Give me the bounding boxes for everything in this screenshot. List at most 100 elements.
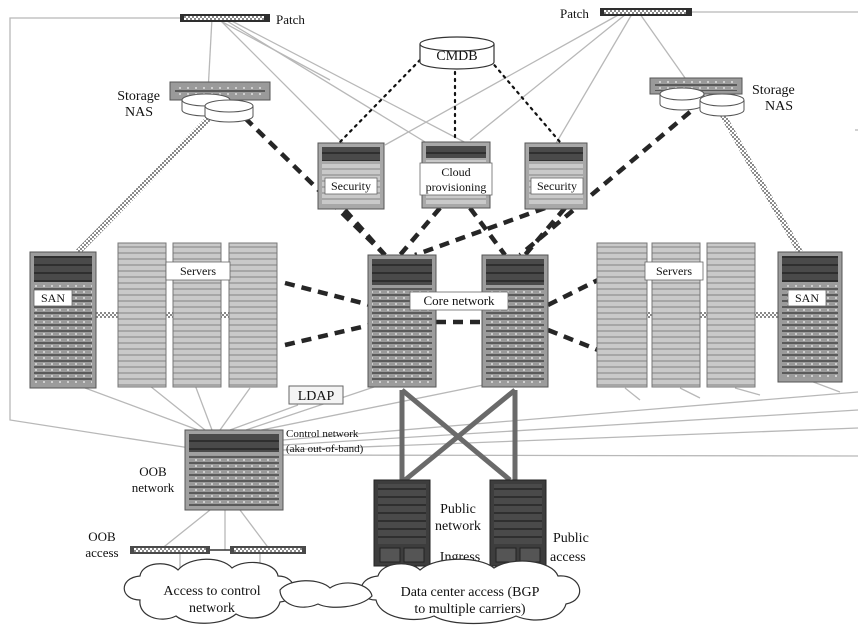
link-storage-san-left (75, 109, 218, 255)
storage-nas-right[interactable] (649, 77, 745, 117)
public-access-label-1: Public (553, 531, 589, 546)
link-srv-right-1 (624, 387, 641, 401)
link-patch-security-right (554, 13, 633, 146)
patch-right-label: Patch (560, 6, 589, 21)
control-network-cloud-label-2: network (189, 601, 235, 616)
san-left-rack[interactable] (29, 251, 97, 389)
storage-right-label-2: NAS (765, 99, 793, 114)
core-links (243, 110, 692, 353)
link-patch-cloud-2 (225, 17, 471, 146)
security-left-appliance[interactable] (317, 142, 385, 210)
public-access-rack[interactable] (489, 479, 547, 567)
patch-left-label: Patch (276, 12, 305, 27)
link-patch-mid (214, 17, 331, 81)
oob-access-label-2: access (85, 545, 118, 560)
core-switch-left[interactable] (367, 254, 437, 388)
link-control-3 (282, 427, 859, 451)
san-right-label: SAN (795, 291, 819, 305)
link-oob-access-1 (159, 509, 211, 551)
link-oob-core-2 (251, 379, 509, 433)
link-patch-cloud-right (469, 13, 627, 141)
link-servers-core-left-1 (284, 280, 371, 308)
link-cloud-core-right (468, 206, 507, 257)
servers-left-tag (165, 261, 231, 281)
servers-left-rack-3[interactable] (228, 242, 278, 388)
datacenter-access-cloud-label-2: to multiple carriers) (414, 602, 526, 617)
san-right-tag (787, 289, 827, 307)
cmdb-database[interactable] (419, 36, 495, 70)
storage-nas-left[interactable] (169, 81, 271, 123)
storage-right-label-1: Storage (752, 83, 795, 98)
public-network-label-1: Public (440, 502, 476, 517)
oob-network-label-1: OOB (139, 464, 167, 479)
control-network-cloud-label-1: Access to control (163, 584, 260, 599)
security-right-appliance[interactable] (524, 142, 588, 210)
datacenter-access-cloud-label-1: Data center access (BGP (401, 585, 540, 600)
security-right-tag (530, 177, 584, 195)
link-cloud-core-left (398, 206, 442, 257)
security-left-tag (324, 177, 378, 195)
security-left-label: Security (331, 179, 371, 193)
link-patch-storage-left (207, 17, 213, 93)
core-switch-right[interactable] (481, 254, 549, 388)
link-oob-servers-1 (144, 381, 206, 431)
link-security-core-left (343, 208, 387, 257)
control-network-label-2: (aka out-of-band) (286, 443, 364, 455)
ldap-server[interactable] (288, 385, 344, 405)
patch-panel-right[interactable] (600, 8, 692, 16)
link-control-1 (282, 391, 859, 441)
link-outer-left (9, 17, 191, 449)
control-network-label-1: Control network (286, 428, 359, 440)
cloud-provisioning-tag (419, 162, 493, 196)
patch-panel-left[interactable] (180, 14, 270, 22)
servers-right-label: Servers (656, 264, 692, 278)
oob-access-device-left[interactable] (130, 546, 210, 554)
oob-access-label-1: OOB (88, 529, 116, 544)
link-control-4 (282, 454, 859, 457)
san-left-label: SAN (41, 291, 65, 305)
core-network-tag (409, 291, 509, 311)
servers-right-tag (644, 261, 704, 281)
public-links (399, 388, 518, 482)
servers-left-rack-1[interactable] (117, 242, 167, 388)
security-right-label: Security (537, 179, 577, 193)
core-network-label: Core network (423, 293, 495, 308)
link-servers-core-left-2 (284, 322, 371, 348)
cloud-connector (279, 580, 373, 608)
link-control-2 (282, 409, 859, 446)
san-left-tag (33, 289, 73, 307)
link-patch-security-left (217, 17, 346, 146)
cloud-provisioning-label-2: provisioning (426, 180, 487, 194)
public-ingress-rack[interactable] (373, 479, 431, 567)
oob-network-switch[interactable] (184, 429, 284, 511)
link-oob-core-1 (245, 379, 396, 431)
control-network-cloud[interactable] (123, 558, 295, 624)
link-storage-core-right (518, 110, 692, 257)
san-right-rack[interactable] (777, 251, 843, 383)
link-oob-servers-2 (194, 384, 213, 431)
link-oob-servers-3 (219, 387, 251, 431)
link-cmdb-security-left (338, 58, 422, 144)
link-srv-right-3 (734, 387, 761, 396)
public-network-label-2: network (435, 519, 481, 534)
link-srv-right-2 (679, 387, 701, 399)
ldap-label: LDAP (298, 389, 335, 404)
servers-left-label: Servers (180, 264, 216, 278)
datacenter-access-cloud[interactable] (360, 558, 581, 625)
servers-right-rack-3[interactable] (706, 242, 756, 388)
link-patch-cloud (221, 17, 431, 146)
oob-access-device-right[interactable] (230, 546, 306, 554)
thin-links (9, 11, 859, 585)
storage-left-label-1: Storage (117, 89, 160, 104)
link-security-right-core (523, 206, 567, 257)
oob-network-label-2: network (132, 480, 175, 495)
servers-right-rack-1[interactable] (596, 242, 648, 388)
link-cmdb-security-right (488, 58, 562, 144)
public-access-label-2: access (550, 550, 586, 565)
link-core-public-cross-1 (400, 388, 512, 482)
cmdb-label: CMDB (436, 49, 477, 64)
link-core-public-cross-2 (403, 388, 517, 482)
link-core-servers-right-1 (546, 277, 600, 308)
